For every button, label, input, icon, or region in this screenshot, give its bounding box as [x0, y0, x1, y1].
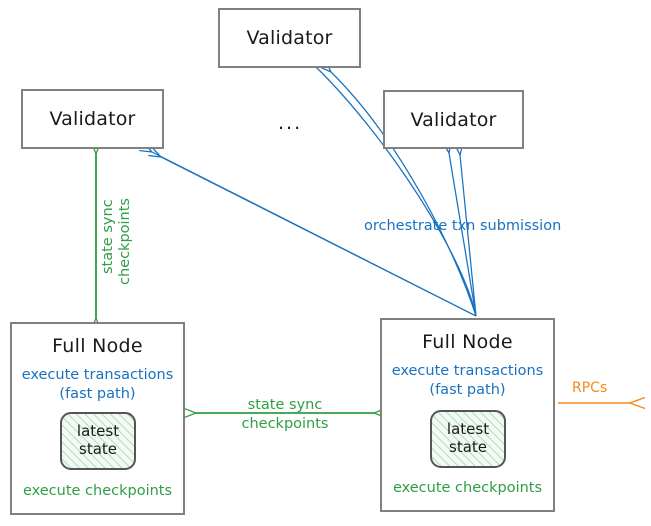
orchestrate-txn-label: orchestrate txn submission	[364, 218, 562, 234]
fullnode-blue-line1: execute transactions	[21, 367, 174, 383]
validator-box-right[interactable]: Validator	[383, 90, 524, 149]
fullnode-title: Full Node	[422, 331, 513, 353]
fullnode-title: Full Node	[52, 335, 143, 357]
validator-box-top[interactable]: Validator	[218, 8, 361, 68]
state-sync-horizontal-line1: state sync	[247, 397, 323, 413]
validator-label: Validator	[410, 108, 497, 131]
validator-box-left[interactable]: Validator	[21, 89, 164, 149]
fullnode-blue-line1: execute transactions	[391, 363, 544, 379]
latest-state-line1: latest	[76, 422, 120, 441]
validator-label: Validator	[246, 27, 333, 49]
edge-fullnode-to-validator-right	[449, 153, 477, 317]
fullnode-box-right[interactable]: Full Node execute transactions (fast pat…	[380, 318, 555, 512]
state-sync-vertical-label-line2: checkpoints	[117, 198, 133, 285]
latest-state-box[interactable]: latest state	[60, 412, 136, 470]
state-sync-horizontal-line2: checkpoints	[241, 415, 329, 432]
latest-state-line1: latest	[446, 420, 490, 439]
fullnode-execute-transactions-text: execute transactions (fast path)	[22, 366, 174, 403]
fullnode-box-left[interactable]: Full Node execute transactions (fast pat…	[10, 322, 185, 515]
latest-state-line2: state	[79, 440, 117, 458]
validator-label: Validator	[49, 108, 136, 130]
state-sync-horizontal-label: state sync checkpoints	[222, 396, 348, 434]
fullnode-execute-transactions-text: execute transactions (fast path)	[392, 362, 544, 399]
validators-ellipsis: ...	[278, 112, 303, 134]
fullnode-blue-line2: (fast path)	[59, 385, 136, 402]
latest-state-line2: state	[449, 438, 487, 456]
fullnode-blue-line2: (fast path)	[429, 381, 506, 398]
fullnode-execute-checkpoints-text: execute checkpoints	[392, 480, 543, 496]
rpcs-label: RPCs	[572, 380, 608, 396]
latest-state-box[interactable]: latest state	[430, 410, 506, 468]
state-sync-vertical-label-line1: state sync	[100, 199, 116, 274]
fullnode-execute-checkpoints-text: execute checkpoints	[22, 483, 173, 499]
edge-fullnode-to-validator-left	[152, 152, 477, 317]
